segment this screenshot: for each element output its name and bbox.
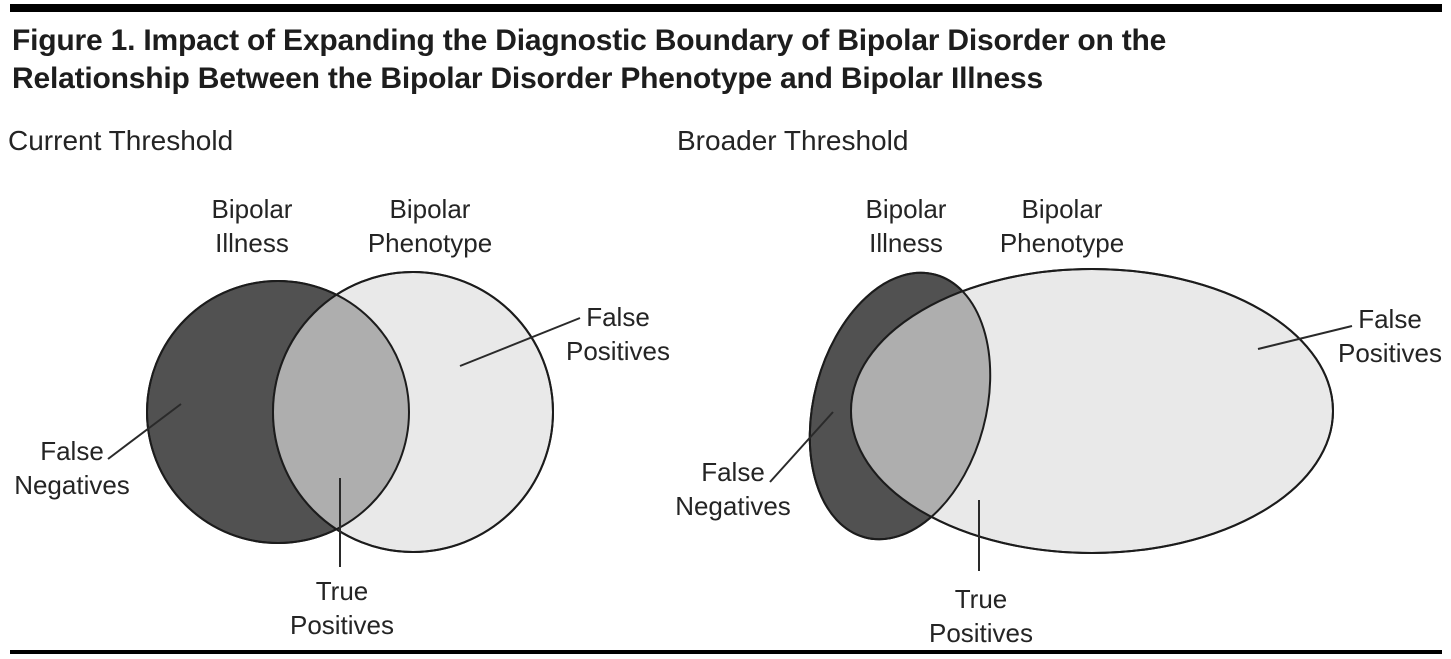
right-false-negatives-label: False Negatives <box>675 457 791 521</box>
left-phenotype-set-label: Bipolar Phenotype <box>367 194 493 258</box>
left-illness-outline <box>146 280 410 544</box>
right-venn <box>769 268 1353 571</box>
right-illness-set-label: Bipolar Illness <box>865 194 947 258</box>
top-rule <box>10 4 1442 12</box>
right-false-positives-label: False Positives <box>1337 304 1443 368</box>
left-venn <box>107 271 581 567</box>
left-panel-heading: Current Threshold <box>8 125 234 156</box>
figure-title-line-1: Figure 1. Impact of Expanding the Diagno… <box>12 24 1167 57</box>
right-illness-outline <box>808 271 992 541</box>
bottom-rule <box>10 650 1442 654</box>
right-true-positives-label: True Positives <box>928 584 1034 648</box>
left-true-positives-label: True Positives <box>289 576 395 640</box>
left-illness-set-label: Bipolar Illness <box>211 194 293 258</box>
right-phenotype-set-label: Bipolar Phenotype <box>999 194 1125 258</box>
right-panel-heading: Broader Threshold <box>677 125 909 156</box>
figure-title-line-2: Relationship Between the Bipolar Disorde… <box>12 62 1043 95</box>
right-false-negatives-leader-line <box>769 411 834 483</box>
right-phenotype-outline <box>850 268 1334 554</box>
left-false-positives-leader-line <box>459 317 581 367</box>
left-false-negatives-leader-line <box>107 403 182 460</box>
left-overlap-region <box>273 281 409 543</box>
left-false-negatives-label: False Negatives <box>14 436 130 500</box>
left-phenotype-outline <box>272 271 554 553</box>
left-false-positives-label: False Positives <box>565 302 671 366</box>
right-false-positives-leader-line <box>1257 325 1353 350</box>
